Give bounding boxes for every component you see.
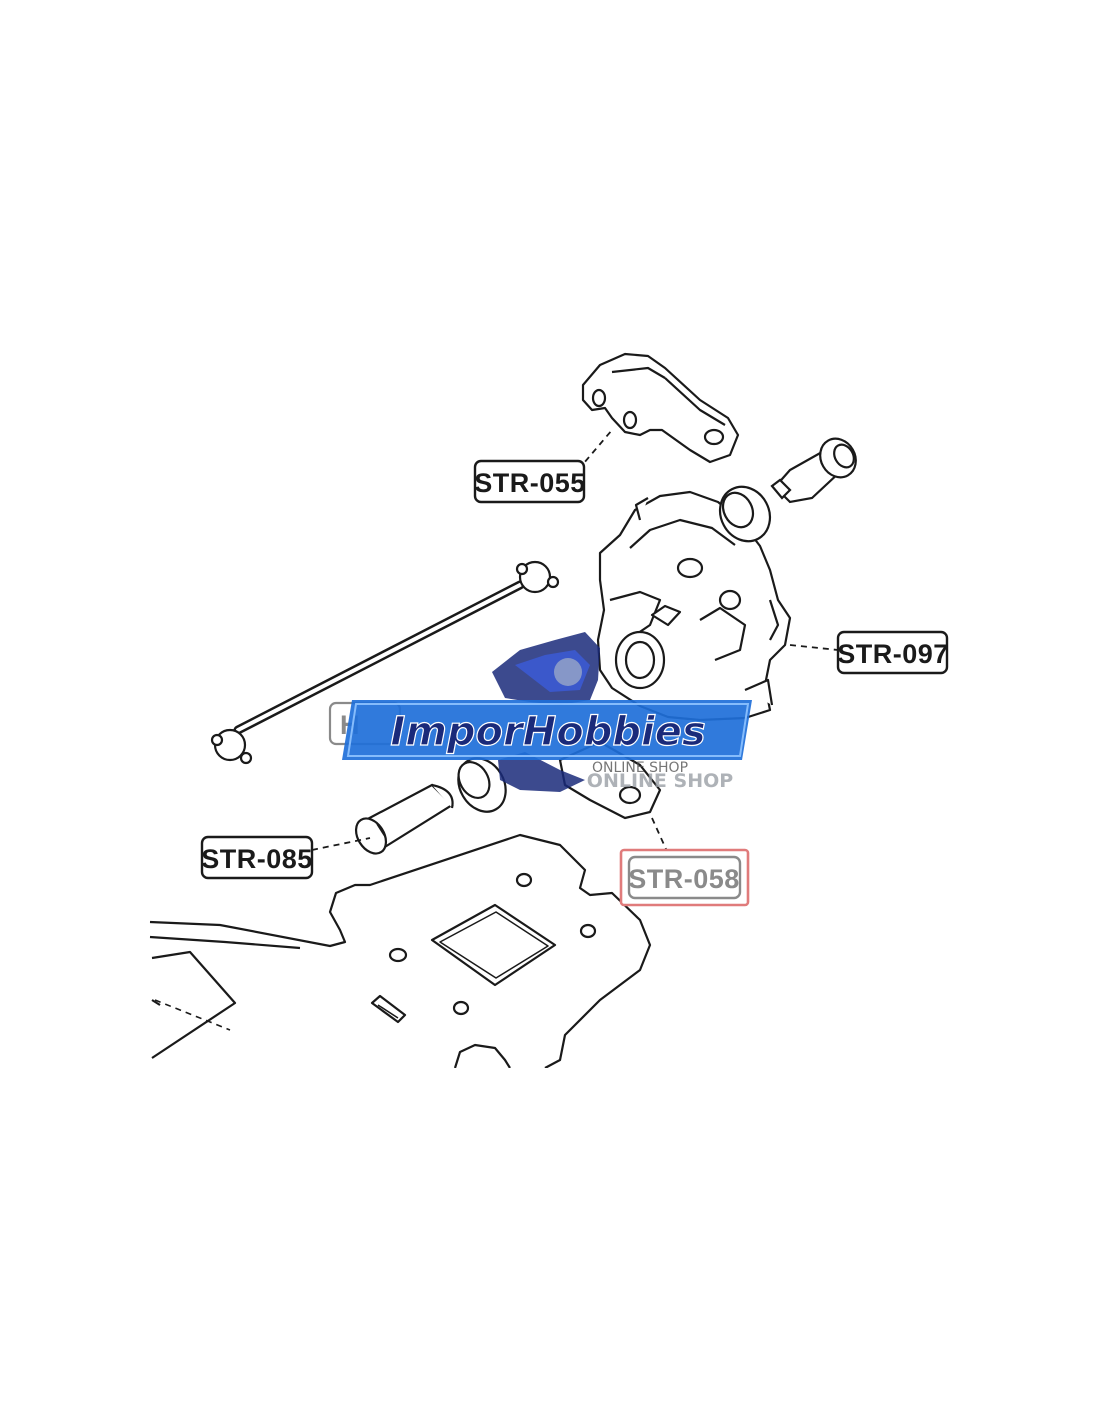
hub-arm-part [558,740,662,820]
outdrive-cup [354,783,454,855]
watermark-tagline-1: ONLINE SHOP [592,760,688,776]
upper-link [581,352,740,464]
watermark-banner [342,700,752,760]
watermark-tagline-2: ONLINE SHOP [587,770,733,792]
label-str-058: STR-058 [619,848,750,907]
lower-bearing [457,757,507,813]
label-str-085: STR-085 [200,835,314,880]
watermark: ImporHobbies ONLINE SHOP ONLINE SHOP [342,632,752,792]
label-str-097: STR-097 [836,630,949,675]
leader-str-085 [311,837,371,851]
label-str-055-text: STR-055 [474,468,586,498]
leader-str-055 [577,429,613,471]
watermark-mascot-icon [492,632,600,792]
label-str-097-text: STR-097 [837,639,949,669]
axle-pin [770,437,857,504]
leader-str-097 [789,644,839,651]
label-str-085-text: STR-085 [201,844,313,874]
hub-carrier [596,490,792,722]
drive-shaft [210,560,560,765]
upper-bearing [718,485,772,543]
chassis-plate [149,833,652,1069]
label-str-058-text: STR-058 [628,864,740,894]
plate-crop-mask [150,1068,670,1098]
label-str-055: STR-055 [473,459,586,504]
watermark-brand: ImporHobbies [390,709,705,755]
